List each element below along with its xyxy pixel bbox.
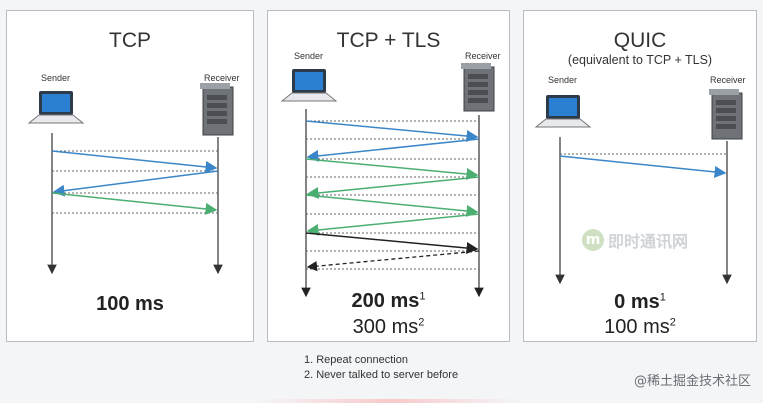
panel-subtitle: (equivalent to TCP + TLS) — [567, 53, 713, 67]
latency-result-repeat: 200 ms1 — [351, 290, 426, 312]
server-icon — [461, 63, 495, 112]
watermark: m 即时通讯网 — [582, 228, 688, 252]
sequence-diagram — [280, 63, 495, 298]
sender-label: Sender — [41, 73, 71, 83]
laptop-icon — [27, 91, 85, 124]
footnotes: 1. Repeat connection 2. Never talked to … — [304, 353, 458, 383]
sender-label: Sender — [548, 75, 578, 85]
latency-result-repeat: 0 ms1 — [614, 291, 666, 313]
sender-label: Sender — [294, 51, 324, 61]
latency-result-first: 100 ms2 — [604, 316, 676, 338]
receiver-label: Receiver — [710, 75, 746, 85]
watermark-logo-icon: m — [582, 229, 604, 251]
footnote-1: 1. Repeat connection — [304, 354, 408, 366]
panel-title: TCP — [109, 29, 151, 52]
bottom-decoration — [260, 399, 520, 403]
panel-title: TCP + TLS — [336, 29, 441, 52]
panel-title: QUIC — [613, 29, 667, 52]
latency-result: 100 ms — [96, 293, 164, 315]
laptop-icon — [534, 95, 592, 128]
footnote-2: 2. Never talked to server before — [304, 369, 459, 381]
sequence-diagram — [27, 83, 234, 275]
server-icon — [709, 89, 743, 140]
panel-tcp: TCP Sender Receiver — [6, 10, 254, 342]
sequence-diagram — [534, 89, 743, 285]
panel-quic: QUIC (equivalent to TCP + TLS) Sender Re… — [523, 10, 757, 342]
server-icon — [200, 83, 234, 136]
panel-tcp-tls: TCP + TLS Sender Receiver — [267, 10, 510, 342]
receiver-label: Receiver — [465, 51, 501, 61]
latency-result-first: 300 ms2 — [352, 316, 425, 338]
watermark-text: 即时通讯网 — [608, 232, 689, 251]
receiver-label: Receiver — [204, 73, 240, 83]
source-watermark: @稀土掘金技术社区 — [633, 374, 751, 389]
laptop-icon — [280, 69, 338, 102]
